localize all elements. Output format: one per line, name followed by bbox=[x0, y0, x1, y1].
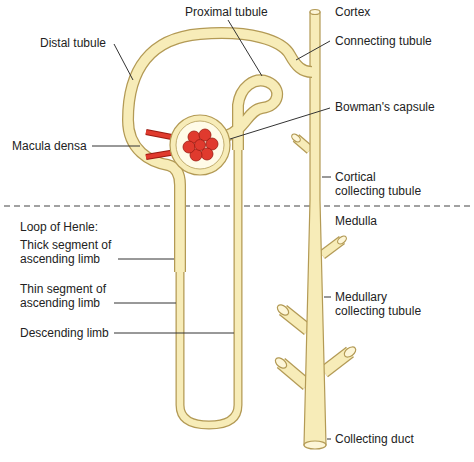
part-label: Distal tubule bbox=[40, 36, 106, 50]
part-label: Connecting tubule bbox=[335, 34, 432, 48]
part-label: Thick segment of ascending limb bbox=[20, 238, 116, 266]
part-label: Bowman's capsule bbox=[335, 100, 435, 114]
part-label: Medullary collecting tubule bbox=[335, 290, 427, 318]
nephron-tubule bbox=[128, 33, 312, 425]
group-label: Loop of Henle: bbox=[20, 220, 98, 234]
glomerulus bbox=[183, 129, 218, 161]
part-label: Descending limb bbox=[20, 326, 109, 340]
part-label: Thin segment of ascending limb bbox=[20, 282, 116, 310]
leader-line bbox=[92, 20, 331, 439]
part-label: Collecting duct bbox=[335, 432, 414, 446]
bowmans-capsule bbox=[170, 115, 230, 175]
region-label: Medulla bbox=[335, 214, 377, 228]
collecting-duct bbox=[273, 10, 357, 450]
part-label: Cortical collecting tubule bbox=[335, 170, 427, 198]
region-label: Cortex bbox=[335, 5, 370, 19]
part-label: Macula densa bbox=[12, 139, 87, 153]
part-label: Proximal tubule bbox=[185, 5, 268, 19]
